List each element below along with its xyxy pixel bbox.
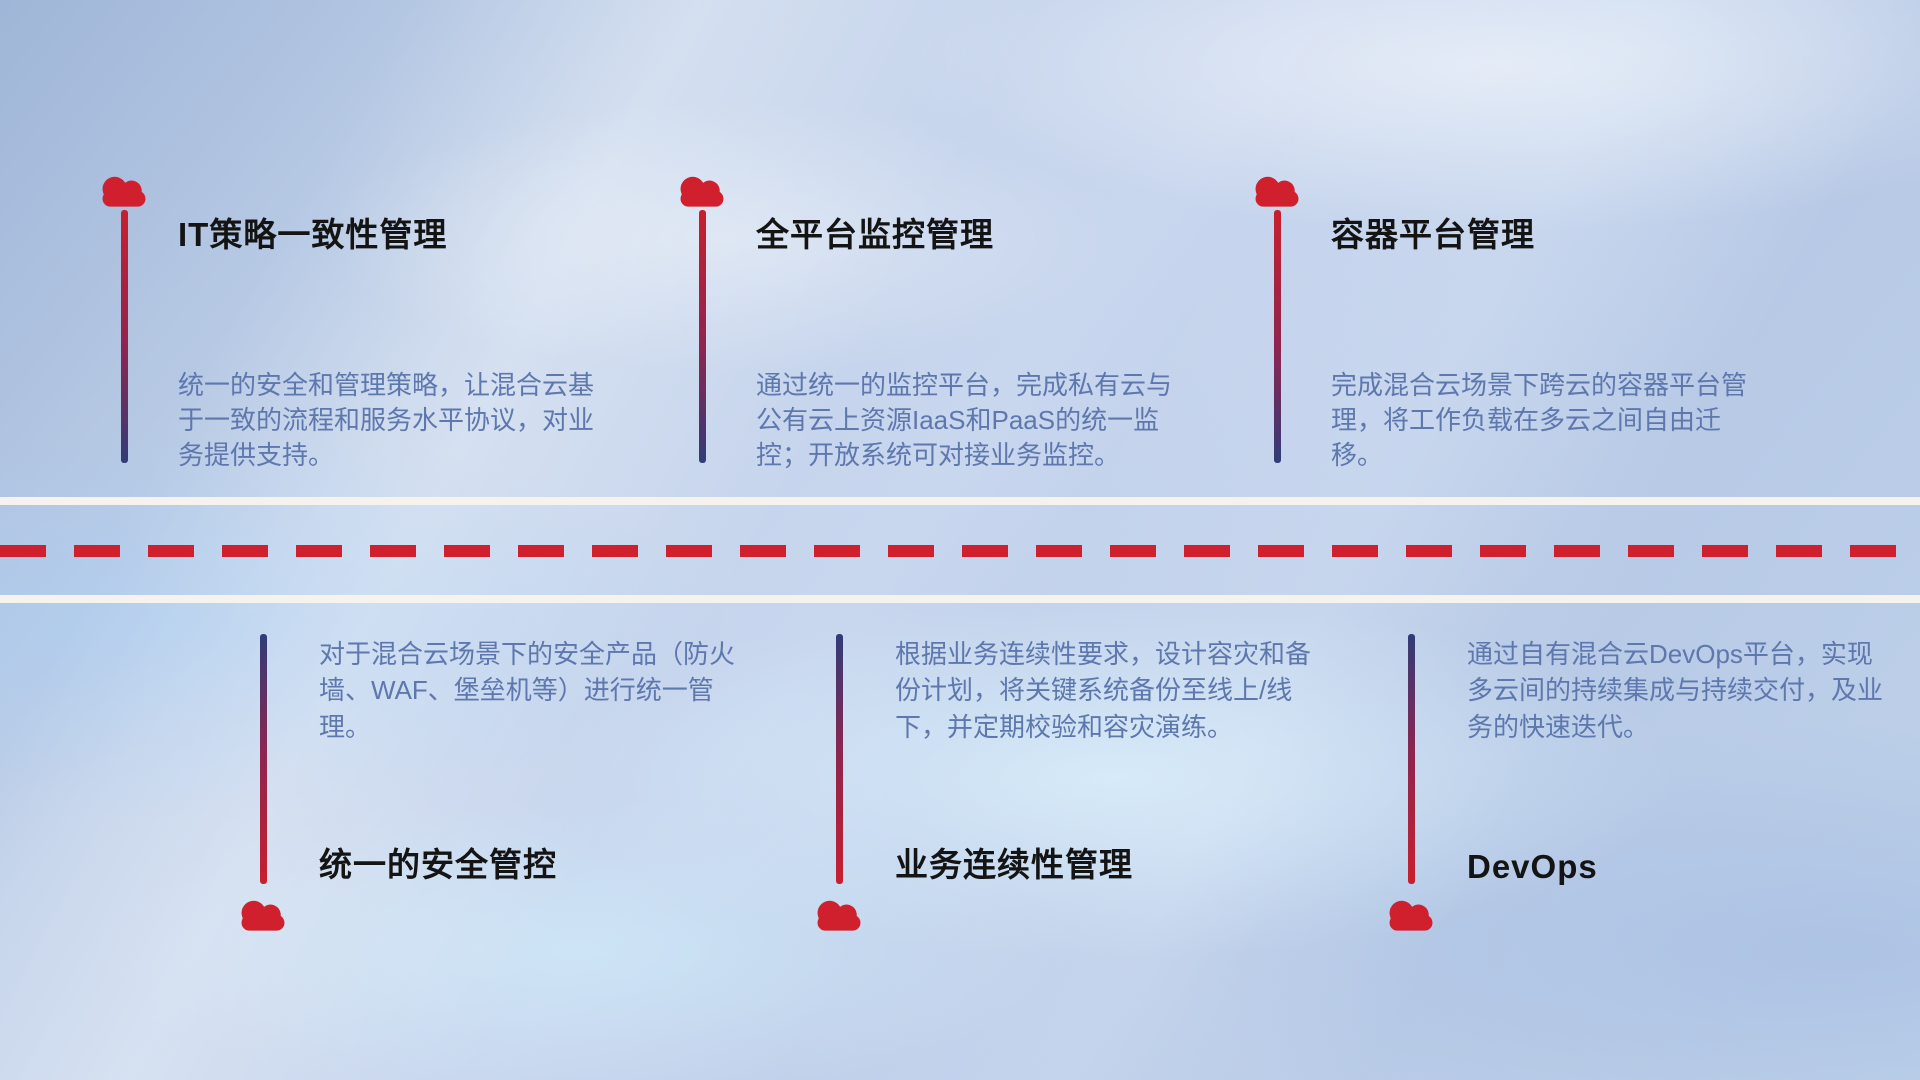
capability-item-container-platform: 容器平台管理 完成混合云场景下跨云的容器平台管理，将工作负载在多云之间自由迁移。 [1249, 168, 1763, 473]
timeline-marker [96, 168, 152, 473]
item-title: 容器平台管理 [1331, 216, 1535, 253]
item-content: 容器平台管理 完成混合云场景下跨云的容器平台管理，将工作负载在多云之间自由迁移。 [1331, 168, 1763, 473]
timeline-stem [120, 210, 128, 463]
item-content: 全平台监控管理 通过统一的监控平台，完成私有云与公有云上资源IaaS和PaaS的… [756, 168, 1188, 473]
cloud-icon [674, 168, 730, 208]
cloud-icon [96, 168, 152, 208]
item-description: 根据业务连续性要求，设计容灾和备份计划，将关键系统备份至线上/线下，并定期校验和… [895, 639, 1312, 742]
timeline-marker [1249, 168, 1305, 473]
timeline-stem [698, 210, 706, 463]
capability-item-monitoring: 全平台监控管理 通过统一的监控平台，完成私有云与公有云上资源IaaS和PaaS的… [674, 168, 1188, 473]
item-content: 对于混合云场景下的安全产品（防火墙、WAF、堡垒机等）进行统一管理。 统一的安全… [319, 634, 747, 886]
road-bottom-line [0, 595, 1920, 603]
timeline-marker [674, 168, 730, 473]
item-description: 对于混合云场景下的安全产品（防火墙、WAF、堡垒机等）进行统一管理。 [319, 639, 736, 742]
item-title: 业务连续性管理 [895, 846, 1133, 883]
item-title: DevOps [1467, 848, 1598, 885]
timeline-marker [1383, 634, 1439, 932]
item-title: 统一的安全管控 [319, 846, 557, 883]
item-description: 统一的安全和管理策略，让混合云基于一致的流程和服务水平协议，对业务提供支持。 [178, 370, 595, 471]
capability-item-security-control: 对于混合云场景下的安全产品（防火墙、WAF、堡垒机等）进行统一管理。 统一的安全… [235, 634, 747, 932]
item-title: IT策略一致性管理 [178, 216, 448, 253]
item-description: 通过统一的监控平台，完成私有云与公有云上资源IaaS和PaaS的统一监控；开放系… [756, 370, 1173, 471]
capability-item-it-policy: IT策略一致性管理 统一的安全和管理策略，让混合云基于一致的流程和服务水平协议，… [96, 168, 610, 473]
timeline-marker [235, 634, 291, 932]
timeline-stem [835, 634, 843, 884]
item-content: IT策略一致性管理 统一的安全和管理策略，让混合云基于一致的流程和服务水平协议，… [178, 168, 610, 473]
item-content: 根据业务连续性要求，设计容灾和备份计划，将关键系统备份至线上/线下，并定期校验和… [895, 634, 1323, 886]
capability-item-business-continuity: 根据业务连续性要求，设计容灾和备份计划，将关键系统备份至线上/线下，并定期校验和… [811, 634, 1323, 932]
timeline-stem [1407, 634, 1415, 884]
cloud-icon [235, 892, 291, 932]
cloud-icon [1249, 168, 1305, 208]
capability-item-devops: 通过自有混合云DevOps平台，实现多云间的持续集成与持续交付，及业务的快速迭代… [1383, 634, 1895, 932]
road-center-dashed-line [0, 545, 1920, 557]
item-content: 通过自有混合云DevOps平台，实现多云间的持续集成与持续交付，及业务的快速迭代… [1467, 634, 1895, 886]
item-title: 全平台监控管理 [756, 216, 994, 253]
item-description: 通过自有混合云DevOps平台，实现多云间的持续集成与持续交付，及业务的快速迭代… [1467, 639, 1884, 742]
cloud-icon [1383, 892, 1439, 932]
timeline-stem [1273, 210, 1281, 463]
timeline-marker [811, 634, 867, 932]
item-description: 完成混合云场景下跨云的容器平台管理，将工作负载在多云之间自由迁移。 [1331, 370, 1748, 471]
timeline-stem [259, 634, 267, 884]
cloud-icon [811, 892, 867, 932]
road-top-line [0, 497, 1920, 505]
